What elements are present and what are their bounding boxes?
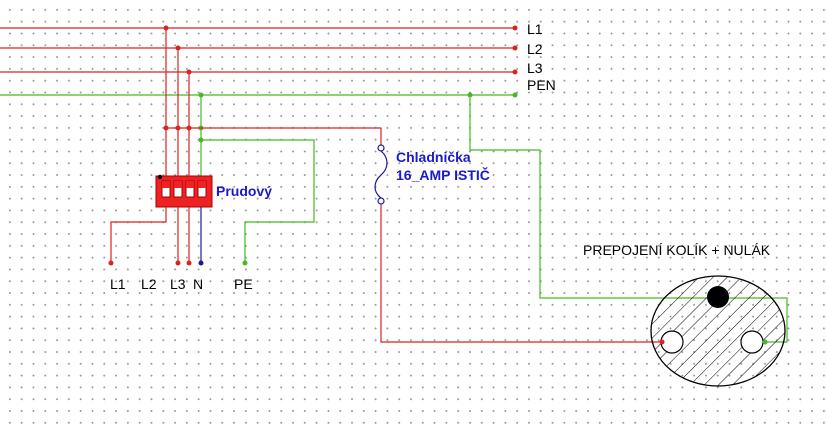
- junction-dot: [175, 45, 181, 51]
- terminal-dot: [175, 260, 181, 266]
- terminal-dot: [198, 260, 204, 266]
- out-l1-wire: [110, 207, 167, 263]
- bus-labels: L1 L2 L3 PEN: [527, 21, 556, 93]
- socket-body: [650, 275, 786, 387]
- terminal-label-pe: PE: [234, 276, 253, 292]
- socket-title: PREPOJENÍ KOLÍK + NULÁK: [583, 242, 771, 258]
- branch-wires: [166, 92, 788, 343]
- terminal-dot: [108, 260, 114, 266]
- breaker-to-socket-wire: [380, 204, 662, 343]
- terminal-label-l3: L3: [170, 276, 186, 292]
- pe-branch-wire: [201, 139, 315, 263]
- rcd-supply-wires: [163, 25, 204, 176]
- breaker-label-rating: 16_AMP ISTIČ: [396, 166, 490, 183]
- rcd-switch-knob: [186, 181, 194, 188]
- breaker-contact-top: [377, 144, 385, 152]
- pen-to-socket-wire: [469, 95, 788, 343]
- terminal-label-l2: L2: [141, 276, 157, 292]
- bus-l1-end-dot: [512, 25, 518, 31]
- junction-dot: [467, 92, 473, 98]
- socket-outlet[interactable]: PREPOJENÍ KOLÍK + NULÁK: [583, 242, 786, 387]
- socket-pen-dot: [762, 339, 768, 345]
- junction-dot: [198, 92, 204, 98]
- breaker-contact-bottom: [377, 197, 385, 205]
- rcd-switch-knob: [174, 181, 182, 188]
- socket-phase-dot: [659, 339, 665, 345]
- fuse-symbol: [374, 150, 388, 199]
- socket-hole-right: [740, 330, 764, 354]
- bus-l2-end-dot: [512, 45, 518, 51]
- junction-dot: [186, 69, 192, 75]
- rcd-indicator-dot: [157, 174, 163, 180]
- socket-earth-pin: [707, 286, 729, 308]
- rcd-output-wires: [108, 207, 248, 266]
- breaker-label-name: Chladnička: [396, 149, 471, 165]
- bus-label-l1: L1: [527, 21, 543, 37]
- breaker-supply-wire: [166, 127, 382, 146]
- terminal-dot: [242, 260, 248, 266]
- terminal-dot: [186, 260, 192, 266]
- rcd-switch-knob: [162, 181, 170, 188]
- bus-pen-end-dot: [512, 92, 518, 98]
- bus-label-pen: PEN: [527, 77, 556, 93]
- terminal-label-n: N: [193, 276, 203, 292]
- bus-lines: [0, 25, 518, 98]
- bus-label-l3: L3: [527, 60, 543, 76]
- bus-l3-end-dot: [512, 69, 518, 75]
- rcd-switch-knob: [198, 181, 206, 188]
- terminal-label-l1: L1: [110, 276, 126, 292]
- fridge-breaker[interactable]: Chladnička 16_AMP ISTIČ: [374, 144, 490, 205]
- terminal-labels: L1 L2 L3 N PE: [110, 276, 253, 292]
- bus-label-l2: L2: [527, 41, 543, 57]
- junction-dot: [163, 25, 169, 31]
- rcd-device[interactable]: Prudový: [155, 174, 272, 208]
- rcd-label: Prudový: [216, 183, 272, 199]
